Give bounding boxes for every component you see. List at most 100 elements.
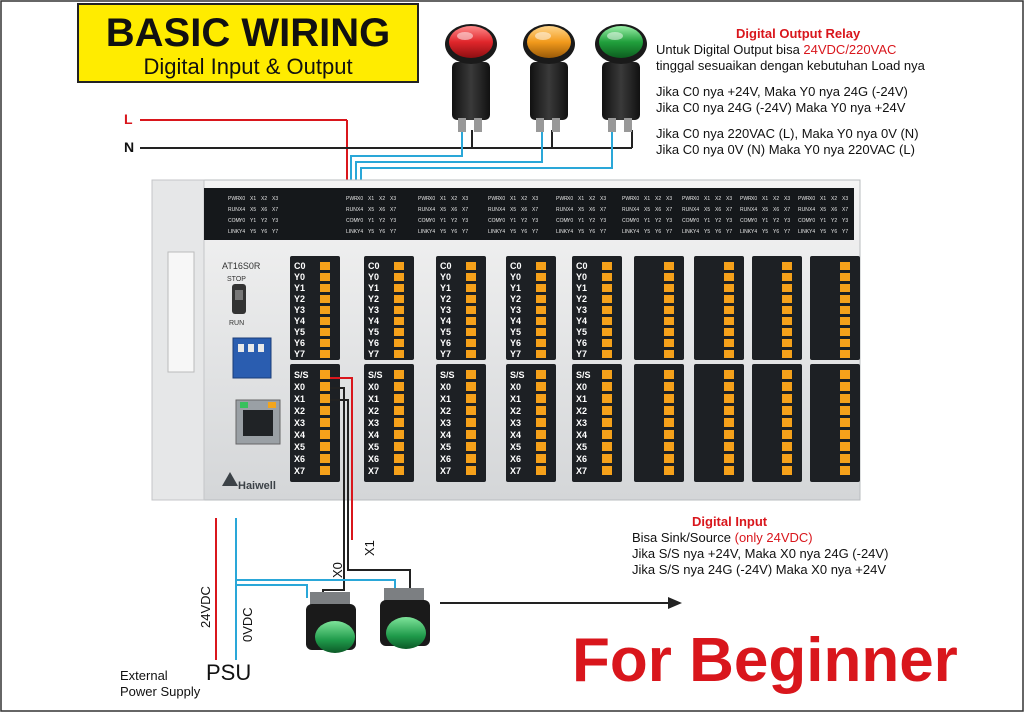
terminal-screw xyxy=(466,466,476,475)
terminal-screw xyxy=(724,454,734,463)
wire-label-x0: X0 xyxy=(330,562,345,578)
terminal-screw xyxy=(664,406,674,415)
terminal-screw xyxy=(664,350,674,358)
terminal-column xyxy=(810,256,860,482)
led-label: X3 xyxy=(272,196,278,202)
led-label: Y1 xyxy=(762,218,768,224)
led-label: Y7 xyxy=(390,229,396,235)
led-label: Y4 xyxy=(809,229,815,235)
led-label: Y7 xyxy=(532,229,538,235)
terminal-screw xyxy=(664,317,674,325)
push-button-x1 xyxy=(380,588,430,649)
led-label: LINK xyxy=(798,229,810,235)
led-label: X0 xyxy=(239,196,245,202)
terminal-screw xyxy=(782,442,792,451)
terminal-screw xyxy=(536,442,546,451)
led-label: X4 xyxy=(751,207,757,213)
wire-label-0vdc: 0VDC xyxy=(240,607,255,642)
terminal-label-output: Y0 xyxy=(368,272,379,282)
terminal-label-output: Y4 xyxy=(440,316,451,326)
terminal-screw xyxy=(840,273,850,281)
input-note-line3: Jika S/S nya 24G (-24V) Maka X0 nya +24V xyxy=(632,562,886,577)
terminal-label-input: X7 xyxy=(368,466,379,476)
terminal-screw xyxy=(602,339,612,347)
terminal-screw xyxy=(536,454,546,463)
wire-0v-btn1 xyxy=(236,584,308,598)
led-label: X3 xyxy=(784,196,790,202)
terminal-screw xyxy=(536,350,546,358)
terminal-screw xyxy=(320,262,330,270)
led-label: Y0 xyxy=(357,218,363,224)
led-label: X1 xyxy=(440,196,446,202)
led-label: Y6 xyxy=(831,229,837,235)
plc-model: AT16S0R xyxy=(222,261,261,271)
terminal-screw xyxy=(724,394,734,403)
output-note-line6: Jika C0 nya 0V (N) Maka Y0 nya 220VAC (L… xyxy=(656,142,915,157)
led-label: PWR xyxy=(228,196,240,202)
terminal-screw xyxy=(320,442,330,451)
terminal-label-input: X4 xyxy=(294,430,305,440)
led-label: Y3 xyxy=(666,218,672,224)
terminal-screw xyxy=(602,430,612,439)
input-note-voltage: (only 24VDC) xyxy=(734,530,813,545)
terminal-screw xyxy=(394,284,404,292)
terminal-screw xyxy=(394,350,404,358)
led-label: X7 xyxy=(600,207,606,213)
terminal-label-output: Y0 xyxy=(510,272,521,282)
led-label: X0 xyxy=(809,196,815,202)
led-label: PWR xyxy=(556,196,568,202)
terminal-screw xyxy=(782,350,792,358)
terminal-screw xyxy=(602,262,612,270)
terminal-screw xyxy=(466,328,476,336)
push-buttons xyxy=(306,588,430,653)
led-label: X6 xyxy=(451,207,457,213)
terminal-screw xyxy=(466,406,476,415)
title-box: BASIC WIRING Digital Input & Output xyxy=(77,3,419,83)
led-label: X5 xyxy=(704,207,710,213)
terminal-screw xyxy=(840,442,850,451)
led-label: X3 xyxy=(390,196,396,202)
input-terminal-block xyxy=(436,364,486,482)
led-label: PWR xyxy=(418,196,430,202)
terminal-label-output: Y5 xyxy=(576,327,587,337)
terminal-screw xyxy=(466,430,476,439)
led-label: Y1 xyxy=(250,218,256,224)
led-label: X2 xyxy=(521,196,527,202)
terminal-label-output: Y6 xyxy=(576,338,587,348)
led-label: Y3 xyxy=(784,218,790,224)
output-terminal-block xyxy=(810,256,860,360)
terminal-screw xyxy=(602,284,612,292)
terminal-screw xyxy=(840,454,850,463)
output-terminal-block xyxy=(634,256,684,360)
terminal-screw xyxy=(840,328,850,336)
terminal-screw xyxy=(724,382,734,391)
led-label: X3 xyxy=(666,196,672,202)
led-label: X7 xyxy=(666,207,672,213)
output-terminal-block xyxy=(694,256,744,360)
output-note-voltage: 24VDC/220VAC xyxy=(803,42,897,57)
terminal-screw xyxy=(840,295,850,303)
terminal-screw xyxy=(320,382,330,391)
terminal-label-input: X3 xyxy=(294,418,305,428)
switch-stop-label: STOP xyxy=(227,276,246,283)
terminal-column xyxy=(752,256,802,482)
terminal-screw xyxy=(536,295,546,303)
led-label: X3 xyxy=(462,196,468,202)
input-terminal-block xyxy=(290,364,340,482)
terminal-label-input: X2 xyxy=(294,406,305,416)
led-label: Y6 xyxy=(589,229,595,235)
terminal-label-output: Y1 xyxy=(510,283,521,293)
terminal-screw xyxy=(536,317,546,325)
terminal-screw xyxy=(840,406,850,415)
terminal-label-input: X1 xyxy=(440,394,451,404)
led-label: COM xyxy=(798,218,810,224)
led-label: Y2 xyxy=(773,218,779,224)
terminal-label-input: X3 xyxy=(368,418,379,428)
led-label: X4 xyxy=(239,207,245,213)
led-label: COM xyxy=(418,218,430,224)
terminal-label-output: Y3 xyxy=(576,305,587,315)
led-label: X4 xyxy=(357,207,363,213)
terminal-screw xyxy=(602,306,612,314)
